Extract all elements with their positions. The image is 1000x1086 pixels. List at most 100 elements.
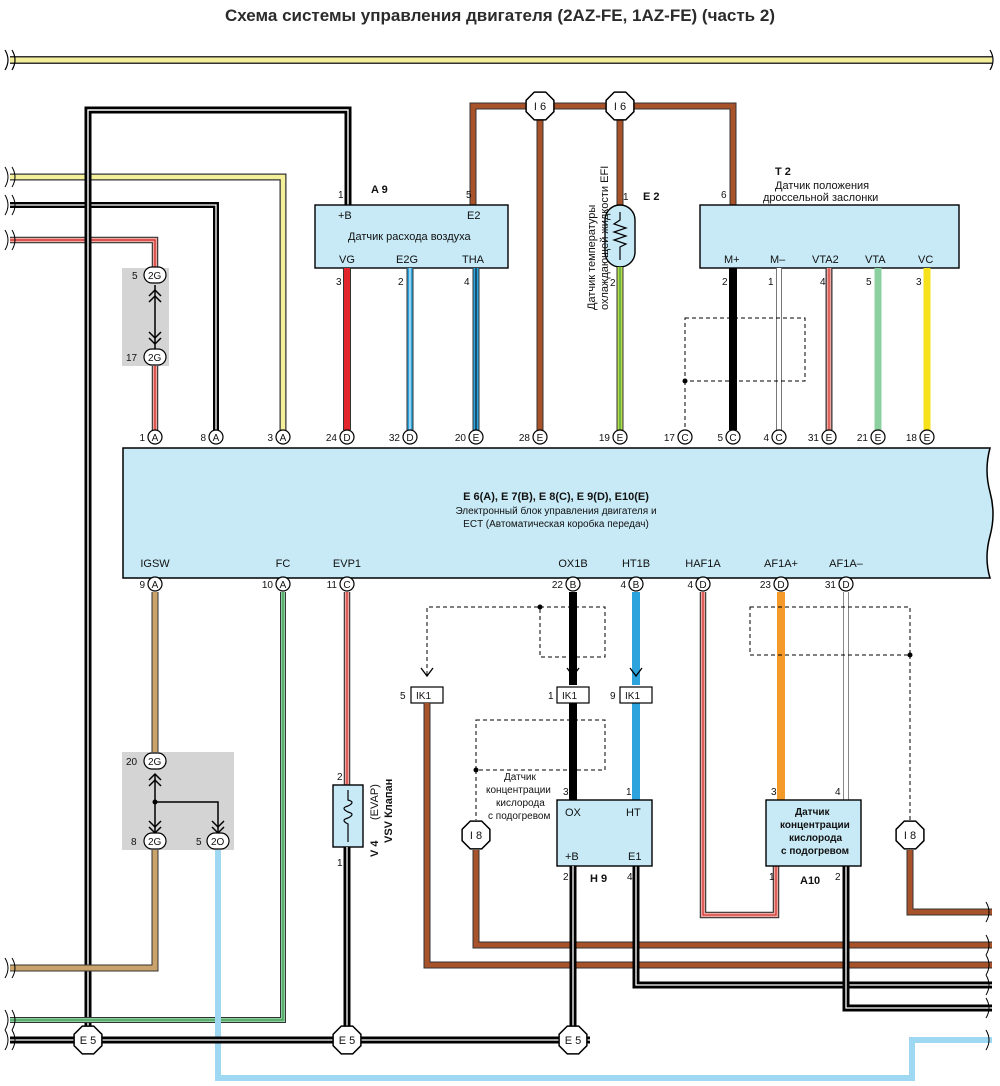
connector-ik1-9: IK1 9 (610, 667, 653, 704)
c2o-5-label: 2O (211, 837, 225, 848)
e2-id: E 2 (643, 191, 660, 203)
a10-id: A10 (800, 875, 820, 887)
connector-2g-20: 2G 20 (126, 752, 167, 770)
junction-e5-4: E 5 (73, 1025, 103, 1055)
junction-i8-3: I 8 (895, 820, 925, 850)
c2g-8-num: 8 (131, 837, 137, 848)
t2-mminus-label: M– (770, 254, 786, 266)
c2g-17-num: 17 (126, 353, 138, 364)
t2-vta2-label: VTA2 (812, 254, 839, 266)
connector-2g-17: 2G 17 (126, 348, 167, 366)
connector-ik1-1: IK1 1 (548, 667, 590, 704)
h9-name-line1: Датчик (504, 772, 536, 783)
brown-ground-wires-lower (423, 703, 992, 1012)
a10-name-line3: кислорода (789, 833, 842, 844)
c2g-5-num: 5 (132, 271, 138, 282)
h9-pin3-num: 3 (563, 787, 569, 798)
ecu-top-pin-conn: A (213, 433, 220, 444)
ecu-top-pin-conn: E (826, 433, 833, 444)
ik1-9-label: IK1 (625, 691, 640, 702)
ecu-bottom-pin-num: 4 (620, 580, 626, 591)
ecu-bottom-pin-conn: B (570, 580, 577, 591)
ecu-bottom-pin-3: OX1B B 22 (552, 558, 588, 592)
v4-name-line1: (EVAP) (369, 784, 381, 820)
connector-ik1-5: IK1 5 (400, 667, 444, 704)
ecu-bottom-pin-num: 22 (552, 580, 564, 591)
ecu-bottom-pin-label: AF1A+ (764, 558, 798, 570)
t2-name-line2: дроссельной заслонки (763, 192, 878, 204)
ecu-top-pin-num: 28 (519, 433, 531, 444)
ecu-top-pin-conn: D (406, 433, 413, 444)
h9-name-line4: с подогревом (488, 811, 550, 822)
junction-label: I 6 (534, 101, 546, 113)
ecu-bottom-pin-num: 4 (687, 580, 693, 591)
ecu-top-pin-num: 18 (906, 433, 918, 444)
sensor-t2: T 2 Датчик положения дроссельной заслонк… (699, 166, 960, 288)
ecu-name-line2: ECT (Автоматическая коробка передач) (463, 518, 649, 530)
ecu-bottom-pin-label: OX1B (558, 558, 587, 570)
e2-name-line1: Датчик температуры (586, 205, 598, 310)
a9-pin4-num: 4 (464, 277, 470, 288)
v4-pin-top: 2 (337, 772, 343, 783)
c2g-20-label: 2G (148, 757, 162, 768)
ecu-bottom-pin-6: AF1A+D23 (760, 558, 798, 592)
junction-label: I 6 (614, 101, 626, 113)
ecu-bottom-pin-label: FC (276, 558, 291, 570)
t2-pin1-num: 1 (768, 277, 774, 288)
a9-pin5-num: 5 (466, 190, 472, 201)
diagram-title: Схема системы управления двигателя (2AZ-… (225, 6, 775, 25)
t2-vta-label: VTA (865, 254, 886, 266)
sensor-e2: E 2 1 2 Датчик температуры охлаждающей ж… (586, 166, 660, 310)
ecu-top-pin-num: 21 (857, 433, 869, 444)
ecu-bottom-pin-conn: A (152, 580, 159, 591)
ground-loop-wire (84, 106, 352, 1040)
a9-pin2-num: 2 (398, 277, 404, 288)
valve-v4: 2 1 V 4 (EVAP) VSV Клапан (332, 772, 395, 869)
a10-pin4-num: 4 (835, 787, 841, 798)
c2g-5-label: 2G (148, 271, 162, 282)
top-bus-wire (4, 49, 994, 71)
t2-signal-wires (682, 268, 931, 430)
t2-pin4-num: 4 (820, 277, 826, 288)
ecu-top-pin-num: 31 (808, 433, 820, 444)
ik1-5-label: IK1 (416, 691, 431, 702)
ecu-bottom-pin-label: AF1A– (829, 558, 864, 570)
t2-mplus-label: M+ (724, 254, 740, 266)
connector-2o-5: 2O 5 (196, 832, 230, 850)
ecu-top-pin-num: 8 (200, 433, 206, 444)
connector-2g-5: 2G 5 (132, 266, 167, 284)
a9-vg-label: VG (339, 254, 355, 266)
ecu-top-pin-num: 3 (267, 433, 273, 444)
a10-pin3-num: 3 (771, 787, 777, 798)
h9-name-line2: концентрации (486, 785, 551, 796)
ecu-bottom-pin-7: AF1A–D31 (825, 558, 864, 592)
c2g-8-label: 2G (148, 837, 162, 848)
left-input-wires (4, 166, 287, 440)
ecu-top-pin-num: 19 (599, 433, 611, 444)
light-blue-wire (215, 850, 992, 1081)
e2-name-line2: охлаждающей жидкости EFI (599, 166, 611, 310)
ecu-top-pin-conn: E (537, 433, 544, 444)
ecu-top-pin-conn: E (617, 433, 624, 444)
ecu-bottom-pin-label: EVP1 (333, 558, 361, 570)
ecu-bottom-pin-label: HAF1A (685, 558, 721, 570)
junction-label: E 5 (565, 1035, 582, 1047)
a9-signal-wires (343, 268, 480, 430)
h9-ht-label: HT (626, 807, 641, 819)
ecu-unit: E 6(A), E 7(B), E 8(C), E 9(D), E10(E) Э… (122, 447, 994, 579)
ecu-top-pin-conn: A (280, 433, 287, 444)
ecu-bottom-pin-conn: A (280, 580, 287, 591)
ecu-bottom-pin-conn: D (777, 580, 784, 591)
h9-pin4-num: 4 (627, 872, 633, 883)
ecu-bottom-pin-num: 9 (139, 580, 145, 591)
a9-pin1-label: +B (338, 210, 352, 222)
t2-vc-label: VC (918, 254, 933, 266)
c2o-5-num: 5 (196, 837, 202, 848)
a10-name-line2: концентрации (780, 820, 850, 831)
h9-id: H 9 (590, 873, 607, 885)
a9-pin3-num: 3 (336, 277, 342, 288)
junction-label: E 5 (80, 1035, 97, 1047)
a10-name-line1: Датчик (795, 807, 831, 818)
t2-pin6-num: 6 (721, 190, 727, 201)
